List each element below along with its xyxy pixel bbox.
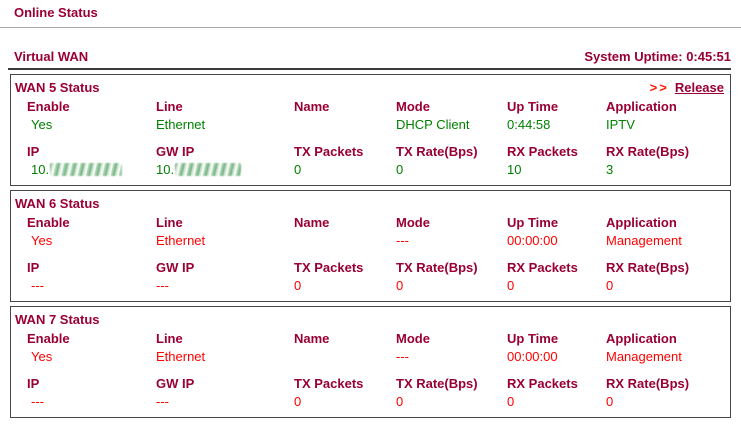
header-tx-rate: TX Rate(Bps) (396, 376, 478, 391)
header-enable: Enable (27, 331, 70, 346)
header-name: Name (294, 331, 330, 346)
value-application: IPTV (606, 117, 635, 132)
page-title: Online Status (14, 5, 98, 20)
header-rx-rate: RX Rate(Bps) (606, 376, 690, 391)
value-mode: --- (396, 349, 409, 364)
value-tx-packets: 0 (294, 278, 302, 293)
value-application: Management (606, 233, 682, 248)
value-name (294, 116, 396, 134)
redacted-ip-scribble (50, 163, 123, 176)
header-gw-ip: GW IP (156, 144, 195, 159)
header-rx-packets: RX Packets (507, 260, 578, 275)
value-gw-ip: 10. (156, 161, 294, 179)
value-line: Ethernet (156, 117, 206, 132)
value-rx-rate: 0 (606, 278, 614, 293)
header-mode: Mode (396, 99, 430, 114)
release-link[interactable]: Release (674, 80, 724, 95)
wan-5-title: WAN 5 Status (15, 80, 100, 95)
header-ip: IP (27, 144, 40, 159)
value-enable: Yes (31, 349, 53, 364)
header-tx-rate: TX Rate(Bps) (396, 260, 478, 275)
value-uptime: 00:00:00 (507, 349, 558, 364)
value-line: Ethernet (156, 349, 206, 364)
value-name (294, 348, 396, 366)
value-ip: 10. (27, 161, 156, 179)
value-tx-rate: 0 (396, 278, 404, 293)
header-application: Application (606, 331, 677, 346)
header-gw-ip: GW IP (156, 260, 195, 275)
release-control: >> Release (650, 80, 724, 95)
header-mode: Mode (396, 215, 430, 230)
header-application: Application (606, 99, 677, 114)
value-uptime: 0:44:58 (507, 117, 551, 132)
value-enable: Yes (31, 117, 53, 132)
header-rx-rate: RX Rate(Bps) (606, 144, 690, 159)
system-uptime: System Uptime: 0:45:51 (584, 49, 731, 64)
title-divider (0, 27, 741, 28)
wan-6-title: WAN 6 Status (15, 196, 100, 211)
value-rx-packets: 10 (507, 162, 522, 177)
value-tx-packets: 0 (294, 394, 302, 409)
value-gw-ip: --- (156, 278, 169, 293)
value-tx-rate: 0 (396, 162, 404, 177)
header-tx-packets: TX Packets (294, 144, 364, 159)
header-line: Line (156, 215, 183, 230)
value-gw-ip: --- (156, 394, 169, 409)
value-rx-rate: 0 (606, 394, 614, 409)
header-tx-rate: TX Rate(Bps) (396, 144, 478, 159)
wan-7-panel: WAN 7 Status Enable Line Name Mode Up Ti… (10, 306, 731, 418)
header-name: Name (294, 215, 330, 230)
header-uptime: Up Time (507, 215, 559, 230)
value-rx-packets: 0 (507, 278, 515, 293)
header-uptime: Up Time (507, 99, 559, 114)
header-rx-packets: RX Packets (507, 376, 578, 391)
header-gw-ip: GW IP (156, 376, 195, 391)
value-tx-packets: 0 (294, 162, 302, 177)
value-tx-rate: 0 (396, 394, 404, 409)
value-rx-packets: 0 (507, 394, 515, 409)
value-line: Ethernet (156, 233, 206, 248)
value-uptime: 00:00:00 (507, 233, 558, 248)
wan-6-panel: WAN 6 Status Enable Line Name Mode Up Ti… (10, 190, 731, 302)
header-enable: Enable (27, 215, 70, 230)
wan-7-title: WAN 7 Status (15, 312, 100, 327)
value-rx-rate: 3 (606, 162, 614, 177)
release-arrows-icon: >> (649, 80, 669, 95)
wan-5-panel: WAN 5 Status >>Release Enable Line Name … (10, 74, 731, 186)
redacted-gw-ip-scribble (175, 163, 242, 176)
value-application: Management (606, 349, 682, 364)
header-line: Line (156, 99, 183, 114)
value-ip: --- (31, 394, 44, 409)
header-line: Line (156, 331, 183, 346)
header-ip: IP (27, 260, 40, 275)
header-rx-packets: RX Packets (507, 144, 578, 159)
header-tx-packets: TX Packets (294, 260, 364, 275)
value-name (294, 232, 396, 250)
header-enable: Enable (27, 99, 70, 114)
header-mode: Mode (396, 331, 430, 346)
section-divider (8, 68, 731, 70)
section-title: Virtual WAN (14, 49, 89, 64)
header-name: Name (294, 99, 330, 114)
value-ip: --- (31, 278, 44, 293)
header-rx-rate: RX Rate(Bps) (606, 260, 690, 275)
value-mode: DHCP Client (396, 117, 470, 132)
header-application: Application (606, 215, 677, 230)
header-tx-packets: TX Packets (294, 376, 364, 391)
header-uptime: Up Time (507, 331, 559, 346)
value-mode: --- (396, 233, 409, 248)
value-enable: Yes (31, 233, 53, 248)
header-ip: IP (27, 376, 40, 391)
